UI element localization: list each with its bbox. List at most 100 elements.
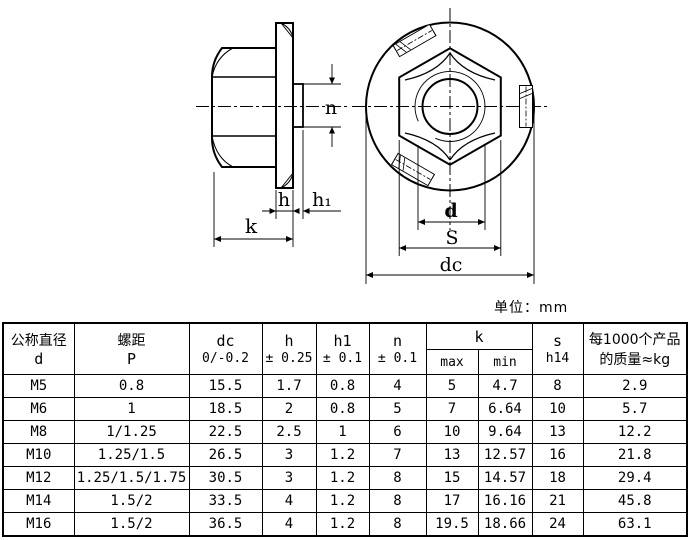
cell: 15 [425,466,479,490]
cell: 12.57 [477,443,533,467]
cell: 5 [425,374,479,398]
cell: 29.4 [582,466,688,490]
label-d: d [444,200,457,222]
dimension-k [213,172,293,247]
unit-note: 单位：mm [494,300,569,316]
cell: M14 [2,489,75,513]
dimension-s [398,140,502,256]
cell: 10 [531,397,584,421]
label-k: k [245,214,258,238]
cell: M5 [2,374,75,398]
cell: 6.64 [477,397,533,421]
chamfer-arc-bottom-left [404,132,451,161]
hexagon [398,47,502,166]
flange-chamfer-bottom [280,172,294,189]
cell: 1.2 [315,466,370,490]
cell: 1/1.25 [73,420,190,444]
cell: 18.66 [477,512,533,537]
dimension-n [303,64,341,147]
cell: 0.8 [315,374,370,398]
cell: 8 [368,489,427,513]
cell: 1.2 [315,489,370,513]
cell: 63.1 [582,512,688,537]
cell: 26.5 [188,443,263,467]
cell: 7 [425,397,479,421]
cell: 19.5 [425,512,479,537]
cell: 33.5 [188,489,263,513]
cell: M6 [2,397,75,421]
header-k-min: min [477,349,533,375]
serration-mark-lower-left [390,152,436,187]
header-k: k [425,322,533,350]
technical-drawing: n h h₁ k [196,8,548,284]
cell: 8 [368,512,427,537]
cell: 5 [368,397,427,421]
cell: 9.64 [477,420,533,444]
cell: 16 [531,443,584,467]
chamfer-arc-top-left [404,52,451,81]
flange [275,22,294,189]
flange-chamfer-top [280,22,294,39]
cell: 18.5 [188,397,263,421]
front-view [352,8,548,284]
cell: 3 [261,443,317,467]
cell: M12 [2,466,75,490]
cell: 1.5/2 [73,512,190,537]
cell: 17 [425,489,479,513]
chamfer-arc-top-right [449,52,496,81]
cell: 10 [425,420,479,444]
side-view [196,22,348,247]
cell: M10 [2,443,75,467]
cell: 21.8 [582,443,688,467]
label-dc: dc [440,254,463,276]
cell: 15.5 [188,374,263,398]
cell: 1.25/1.5/1.75 [73,466,190,490]
header-mass: 每1000个产品的质量≈kg [582,322,688,375]
cell: 4 [261,489,317,513]
cell: 0.8 [315,397,370,421]
cell: 4.7 [477,374,533,398]
cell: 14.57 [477,466,533,490]
thread-circle [414,71,486,142]
cell: 13 [531,420,584,444]
cell: 1.5/2 [73,489,190,513]
header-k-max: max [425,349,479,375]
cell: M8 [2,420,75,444]
cell: 1.2 [315,443,370,467]
cell: 12.2 [582,420,688,444]
header-h1: h1± 0.1 [315,322,370,375]
chamfer-arc-bottom-right [449,132,496,161]
label-n: n [325,97,337,119]
dimension-h [262,190,300,247]
cell: 4 [368,374,427,398]
cell: 0.8 [73,374,190,398]
cell: M16 [2,512,75,537]
cell: 22.5 [188,420,263,444]
serration-mark-upper-left [392,23,437,58]
dimension-h1 [302,130,341,219]
cell: 1.7 [261,374,317,398]
cell: 16.16 [477,489,533,513]
label-h1: h₁ [312,189,332,211]
serration-mark-right [519,85,533,128]
boss [292,83,304,128]
cell: 45.8 [582,489,688,513]
cell: 8 [368,466,427,490]
cell: 1.2 [315,512,370,537]
cell: 2.5 [261,420,317,444]
cell: 24 [531,512,584,537]
cell: 5.7 [582,397,688,421]
